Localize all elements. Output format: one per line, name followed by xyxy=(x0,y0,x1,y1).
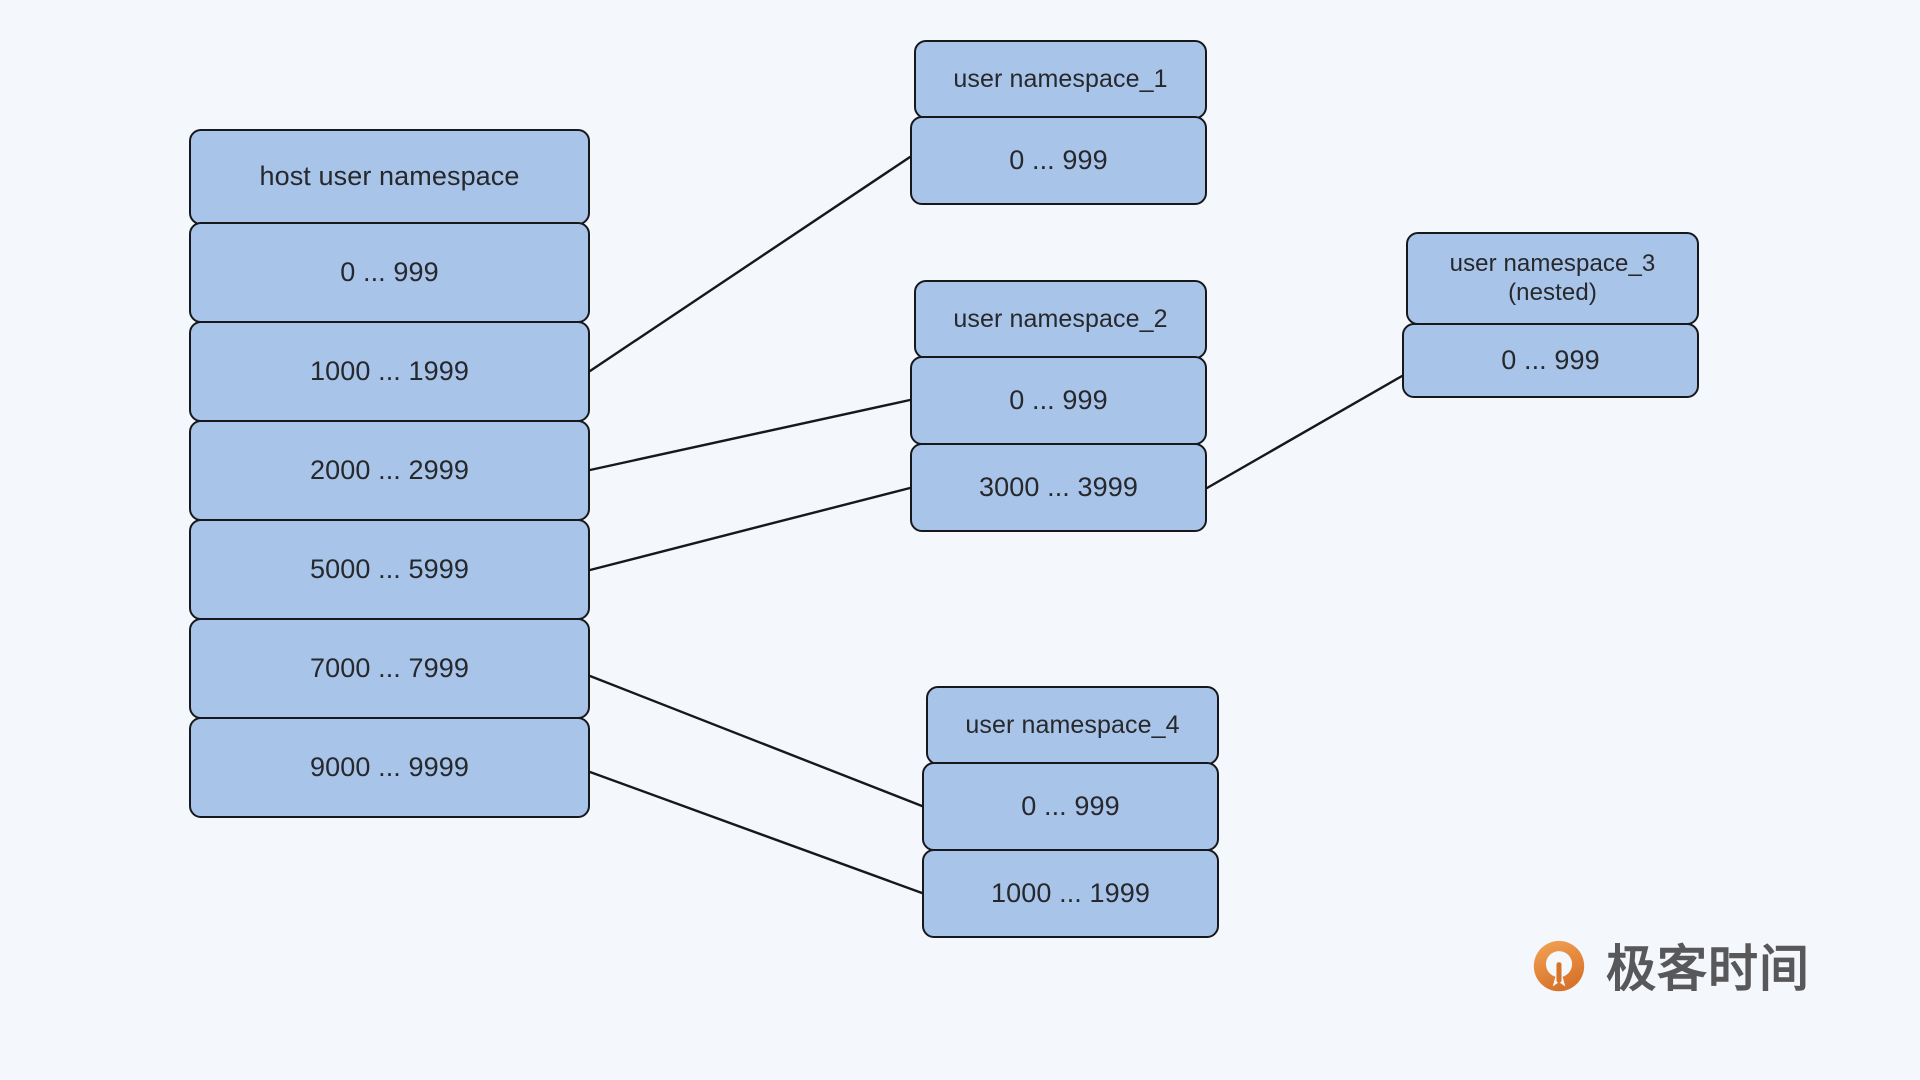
host-range-3: 5000 ... 5999 xyxy=(189,519,590,620)
edge-host2000-ns2 xyxy=(588,398,912,472)
host-range-1: 1000 ... 1999 xyxy=(189,321,590,422)
user-namespace-1-title: user namespace_1 xyxy=(914,40,1207,119)
edge-host5000-ns2 xyxy=(588,486,912,572)
user-namespace-2-range-0: 0 ... 999 xyxy=(910,356,1207,445)
edge-ns2-ns3 xyxy=(1205,374,1404,490)
user-namespace-4-range-1: 1000 ... 1999 xyxy=(922,849,1219,938)
edge-host9000-ns4 xyxy=(588,770,924,895)
watermark-text: 极客时间 xyxy=(1606,941,1810,997)
host-range-4: 7000 ... 7999 xyxy=(189,618,590,719)
watermark: 极客时间 xyxy=(1528,938,1810,1000)
user-namespace-3-range-0: 0 ... 999 xyxy=(1402,323,1699,398)
host-namespace-title: host user namespace xyxy=(189,129,590,225)
user-namespace-3-title-line1: user namespace_3 xyxy=(1449,250,1656,278)
host-range-5: 9000 ... 9999 xyxy=(189,717,590,818)
user-namespace-4-range-0: 0 ... 999 xyxy=(922,762,1219,851)
edge-host1000-ns1 xyxy=(588,155,912,373)
user-namespace-3-title-line2: (nested) xyxy=(1508,278,1597,306)
user-namespace-1-range-0: 0 ... 999 xyxy=(910,116,1207,205)
edge-host7000-ns4 xyxy=(588,674,924,808)
host-range-0: 0 ... 999 xyxy=(189,222,590,323)
user-namespace-3-title: user namespace_3 (nested) xyxy=(1406,232,1699,325)
user-namespace-2-title: user namespace_2 xyxy=(914,280,1207,359)
geektime-logo-icon xyxy=(1528,938,1590,1000)
user-namespace-4-title: user namespace_4 xyxy=(926,686,1219,765)
host-range-2: 2000 ... 2999 xyxy=(189,420,590,521)
user-namespace-2-range-1: 3000 ... 3999 xyxy=(910,443,1207,532)
